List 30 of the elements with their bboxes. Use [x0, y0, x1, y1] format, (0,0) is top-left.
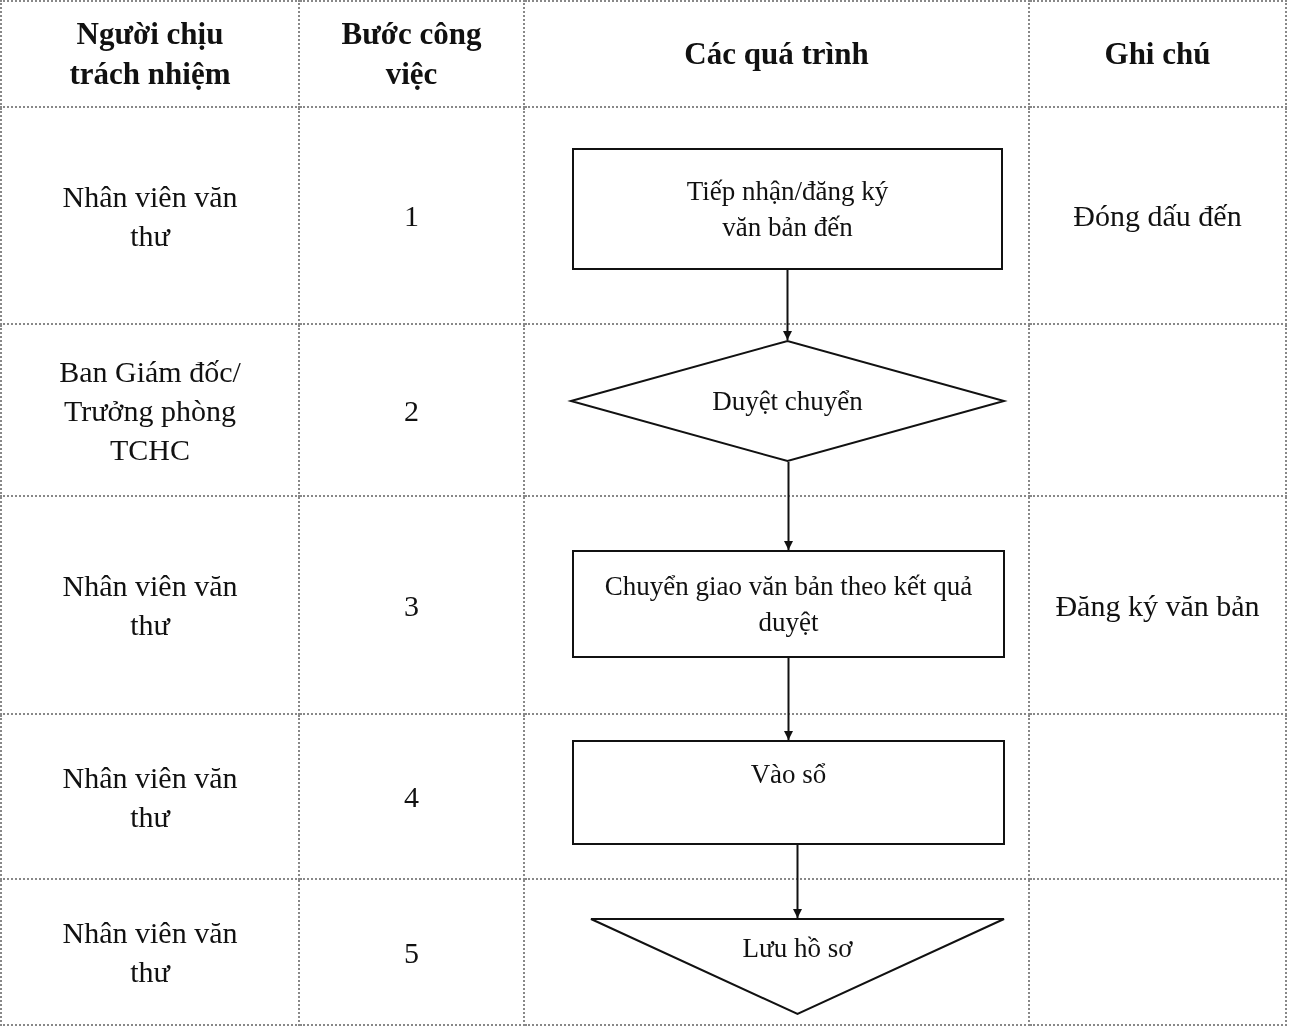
table-cell-text: 1 [404, 198, 419, 234]
column-header: Người chịu trách nhiệm [68, 14, 232, 93]
node-text: Vào sổ [750, 758, 827, 791]
process-box [572, 740, 1005, 845]
table-cell-text: 3 [404, 587, 419, 624]
table-cell-text: 5 [404, 934, 419, 971]
storage-triangle [590, 918, 1005, 1015]
table-cell-text: Nhân viên văn thư [61, 568, 239, 643]
table-cell-text: Nhân viên văn thư [61, 759, 239, 835]
process-box [572, 550, 1005, 658]
table-cell-text: 2 [404, 392, 419, 429]
table-cell-text: 4 [404, 779, 419, 815]
arrow [784, 657, 793, 741]
table-cell-text: Đóng dấu đến [1073, 198, 1242, 234]
process-box [572, 148, 1003, 270]
column-header: Các quá trình [684, 34, 869, 73]
node-text: Chuyển giao văn bản theo kết quả duyệt [603, 569, 974, 639]
node-text: Tiếp nhận/đăng ký văn bản đến [685, 174, 890, 244]
node-text: Lưu hồ sơ [742, 932, 853, 965]
table-cell-text: Đăng ký văn bản [1055, 587, 1260, 624]
table-cell-text: Nhân viên văn thư [61, 178, 239, 254]
table-cell-text: Nhân viên văn thư [61, 915, 239, 990]
column-header: Ghi chú [1104, 34, 1211, 73]
table-cell-text: Ban Giám đốc/ Trưởng phòng TCHC [58, 353, 242, 468]
decision-diamond [570, 340, 1005, 462]
arrow [783, 269, 792, 341]
arrow [793, 844, 802, 919]
column-header: Bước công việc [340, 14, 483, 93]
node-text: Duyệt chuyển [712, 384, 863, 418]
arrow [784, 461, 793, 551]
